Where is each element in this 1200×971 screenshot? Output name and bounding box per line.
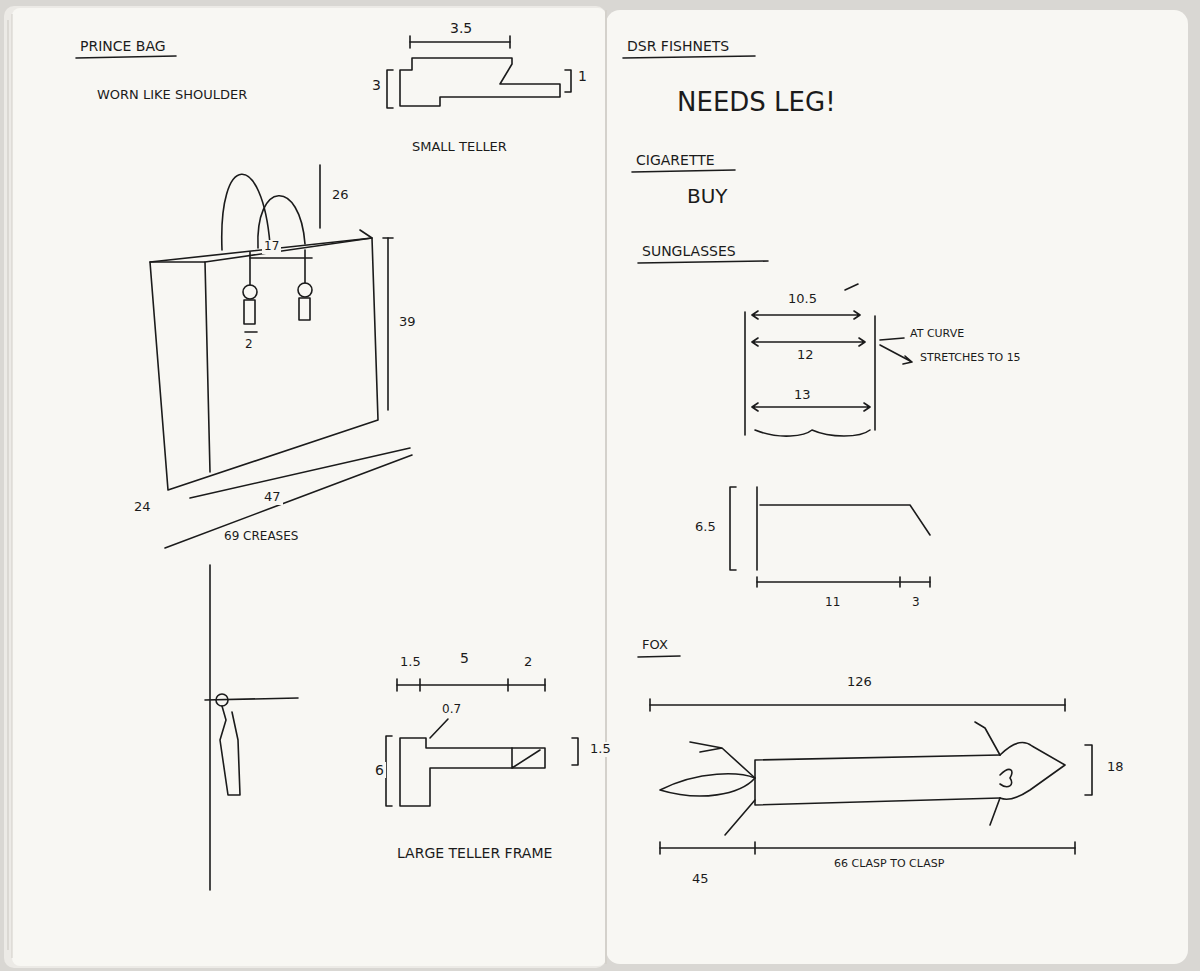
sketch-label: 126 [845,675,874,690]
sketch-label: 69 CREASES [222,530,300,544]
sketch-label: AT CURVE [908,328,966,341]
sketch-label: NEEDS LEG! [675,88,838,118]
sketch-label: 39 [397,315,418,330]
sketch-label: 18 [1105,760,1126,775]
sketch-label: 45 [690,872,711,887]
sketch-label: 11 [823,596,842,610]
sketch-label: BUY [685,185,730,208]
sketch-label: SUNGLASSES [640,243,738,259]
sketch-label: FOX [640,638,670,653]
sketch-label: 24 [132,500,153,515]
sketch-label: 12 [795,348,816,363]
sketch-label: 1.5 [398,655,423,670]
sketch-label: 3.5 [448,20,474,36]
sketch-label: 17 [262,240,281,254]
sketch-label: 3 [910,596,922,610]
sketch-label: 3 [370,77,383,93]
sketch-label: 47 [262,490,283,505]
sketch-label: 10.5 [786,292,819,307]
sketch-label: 1 [576,68,589,84]
sketch-label: 13 [792,388,813,403]
sketch-label: 6.5 [693,520,718,535]
sketch-label: 1.5 [588,742,613,757]
sketch-label: 26 [330,188,351,203]
sketch-label: 5 [458,650,471,666]
sketch-label: 2 [522,655,534,670]
sketch-label: LARGE TELLER FRAME [395,845,554,861]
sketch-label: STRETCHES TO 15 [918,352,1023,365]
sketch-label: 2 [243,338,255,352]
sketch-label: CIGARETTE [634,152,717,168]
sketch-label: 0.7 [440,703,463,717]
sketch-label: 66 CLASP TO CLASP [832,858,946,871]
sketch-label: WORN LIKE SHOULDER [95,88,249,103]
sketch-label: SMALL TELLER [410,140,509,155]
sketch-label: DSR FISHNETS [625,38,731,54]
sketch-label: 6 [373,762,386,778]
sketch-label: PRINCE BAG [78,38,168,54]
